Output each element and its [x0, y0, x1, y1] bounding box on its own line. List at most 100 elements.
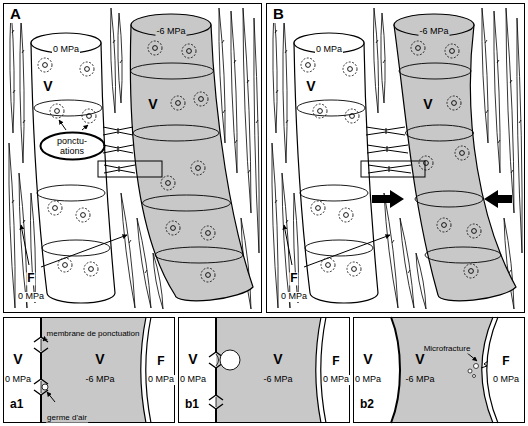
pressure-label: 0 MPa	[354, 375, 382, 385]
fiber-label: F	[156, 355, 165, 368]
air-bubble	[220, 350, 240, 370]
vessel	[148, 41, 162, 55]
callout-text: ponctu- ations	[57, 136, 87, 156]
panel-a1-drawing	[34, 317, 151, 423]
pressure-label: -6 MPa	[404, 375, 435, 385]
vessel	[171, 96, 185, 110]
vessel	[415, 191, 483, 207]
vessel	[191, 161, 205, 175]
callout-ellipse: ponctu- ations	[39, 131, 106, 161]
fiber-wall	[482, 317, 498, 423]
vessel	[455, 146, 469, 160]
note-label: Microfracture	[423, 345, 472, 354]
vessel-label: V	[414, 352, 425, 367]
vessel	[130, 14, 253, 301]
fiber-label: F	[26, 272, 35, 285]
pressure-label: 0 MPa	[52, 45, 80, 55]
panel: B	[266, 3, 525, 313]
vessel-label: V	[272, 352, 283, 367]
vessel	[406, 125, 474, 141]
note-label: germe d'air	[46, 414, 88, 423]
pressure-label: 0 MPa	[322, 375, 350, 385]
panel-letter: b1	[183, 398, 201, 411]
vessel	[155, 247, 243, 263]
vessel-wall	[40, 317, 42, 423]
vessel-label: V	[187, 352, 198, 367]
force-arrow	[372, 190, 404, 208]
leader-arrow	[82, 125, 88, 130]
vessel	[194, 92, 208, 106]
vessel	[419, 156, 433, 170]
vessel	[201, 268, 215, 282]
vessel-label: V	[94, 352, 105, 367]
vessel	[201, 226, 215, 240]
fiber-wall	[316, 317, 326, 423]
fiber-label: F	[331, 355, 340, 368]
vessel	[131, 14, 211, 36]
leader-arrow	[47, 392, 55, 402]
panel-letter: a1	[8, 398, 25, 411]
pressure-label: 0 MPa	[147, 375, 175, 385]
vessel-wall	[391, 317, 400, 423]
note-label: membrane de ponctuation	[46, 330, 141, 339]
vessel	[437, 218, 451, 232]
pressure-label: -6 MPa	[155, 27, 186, 37]
panel: ponctu- ations A	[3, 3, 262, 313]
vessel-label: V	[362, 352, 373, 367]
leader-arrow	[304, 235, 390, 267]
pressure-label: -6 MPa	[262, 375, 293, 385]
vessel-label: V	[422, 97, 433, 112]
pressure-label: 0 MPa	[4, 375, 32, 385]
air-bubble	[473, 375, 476, 378]
pressure-label: 0 MPa	[492, 375, 520, 385]
air-seed	[42, 384, 48, 390]
panel-b2-drawing	[391, 317, 498, 423]
leader-arrow	[21, 225, 29, 265]
vessel	[447, 96, 461, 110]
pressure-label: 0 MPa	[280, 292, 308, 302]
pressure-label: -6 MPa	[418, 27, 449, 37]
vessel	[130, 25, 253, 301]
vessel	[161, 176, 175, 190]
panel-a-drawing	[9, 8, 259, 309]
panel-b-drawing	[272, 8, 522, 309]
panel-b1-drawing	[209, 317, 326, 423]
air-bubble	[468, 369, 472, 373]
vessel	[445, 44, 459, 58]
fiber-wall	[141, 317, 151, 423]
air-bubble	[474, 364, 479, 369]
vessel	[394, 14, 516, 301]
vessel	[166, 221, 180, 235]
pressure-label: -6 MPa	[84, 375, 115, 385]
microfracture	[481, 361, 488, 368]
panel-a-drawing	[9, 8, 259, 309]
vessel-label: V	[42, 79, 53, 94]
pressure-label: 0 MPa	[315, 45, 343, 55]
vessel-lumen	[41, 317, 146, 423]
vessel	[394, 25, 516, 301]
pressure-label: 0 MPa	[179, 375, 207, 385]
vessel-label: V	[305, 79, 316, 94]
vessel	[464, 264, 478, 278]
force-arrow	[484, 190, 512, 208]
vessel	[394, 14, 474, 36]
vessel-label: V	[12, 352, 23, 367]
panel-letter: B	[271, 6, 286, 23]
vessel	[411, 41, 425, 55]
vessel	[425, 247, 501, 263]
panel-letter: A	[8, 6, 23, 23]
pit-membrane	[216, 354, 219, 407]
vessel-wall	[215, 317, 217, 423]
leader-arrow	[59, 120, 66, 130]
panel-b-drawing	[272, 8, 522, 309]
pit-pair	[103, 127, 135, 173]
zoom-box	[361, 161, 425, 177]
pressure-label: 0 MPa	[17, 292, 45, 302]
leader-arrow	[41, 235, 127, 267]
vessel	[131, 63, 214, 79]
vessel-lumen	[391, 317, 493, 423]
